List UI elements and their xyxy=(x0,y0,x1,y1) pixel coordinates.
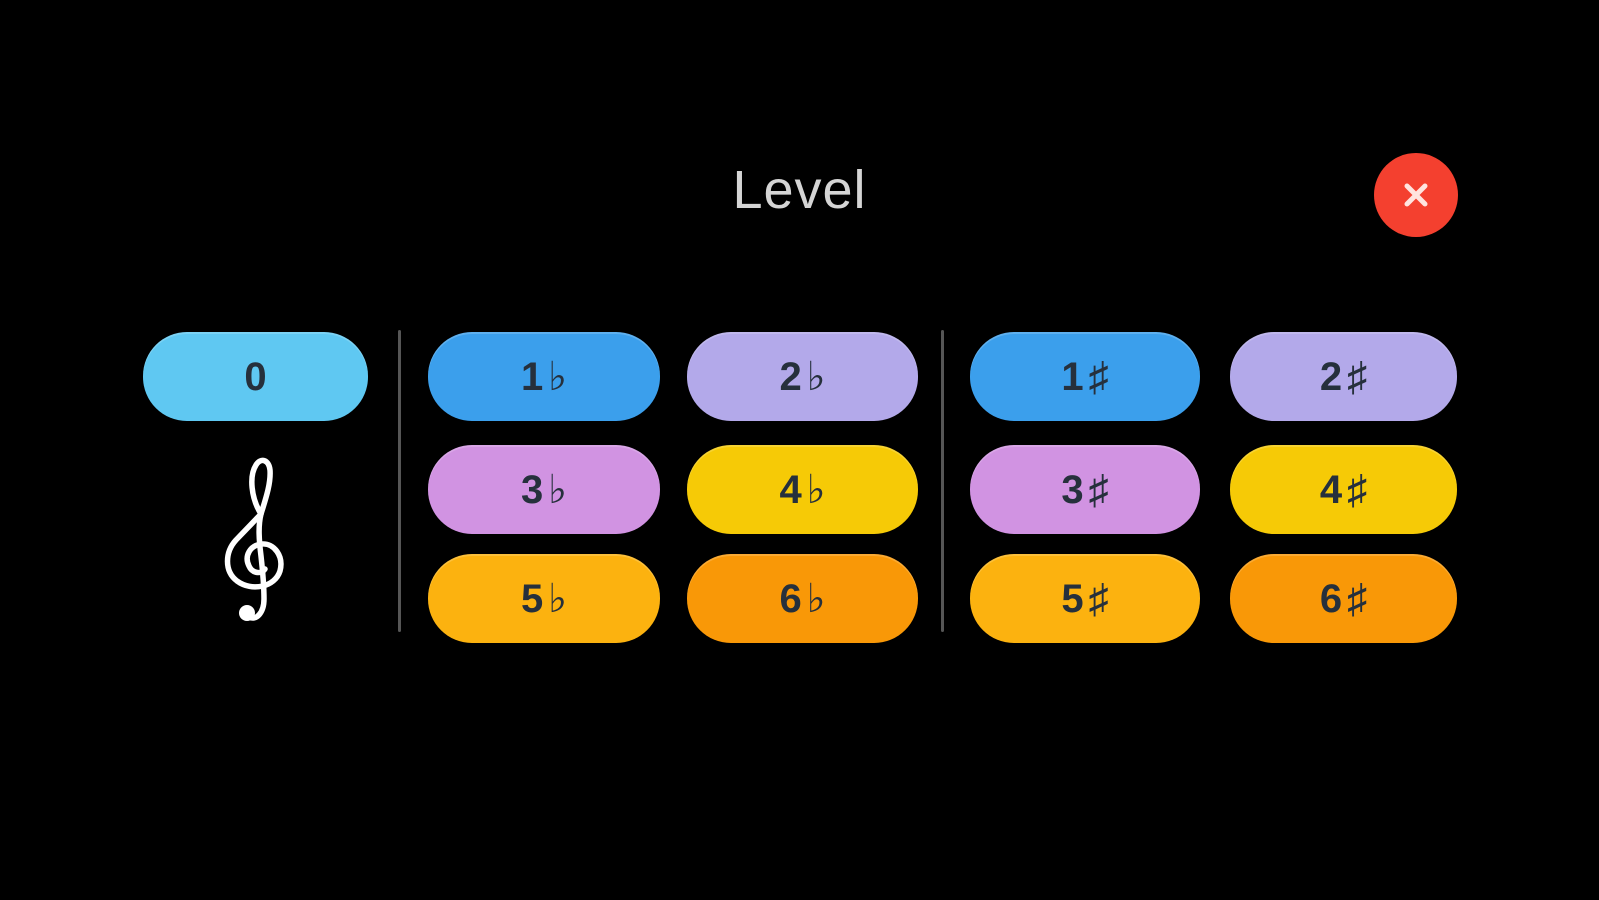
level-6-sharp-button[interactable]: 6♯ xyxy=(1230,554,1457,643)
level-3-flat-button[interactable]: 3♭ xyxy=(428,445,660,534)
divider xyxy=(941,330,944,632)
page-title: Level xyxy=(732,160,867,220)
level-1-flat-button[interactable]: 1♭ xyxy=(428,332,660,421)
level-1-sharp-button[interactable]: 1♯ xyxy=(970,332,1200,421)
close-button[interactable] xyxy=(1374,153,1458,237)
close-icon xyxy=(1404,183,1428,207)
level-4-flat-button[interactable]: 4♭ xyxy=(687,445,918,534)
divider xyxy=(398,330,401,632)
level-6-flat-button[interactable]: 6♭ xyxy=(687,554,918,643)
level-2-flat-button[interactable]: 2♭ xyxy=(687,332,918,421)
level-5-sharp-button[interactable]: 5♯ xyxy=(970,554,1200,643)
level-4-sharp-button[interactable]: 4♯ xyxy=(1230,445,1457,534)
level-0-button[interactable]: 0 xyxy=(143,332,368,421)
level-2-sharp-button[interactable]: 2♯ xyxy=(1230,332,1457,421)
level-5-flat-button[interactable]: 5♭ xyxy=(428,554,660,643)
treble-clef-icon xyxy=(223,455,287,633)
level-3-sharp-button[interactable]: 3♯ xyxy=(970,445,1200,534)
